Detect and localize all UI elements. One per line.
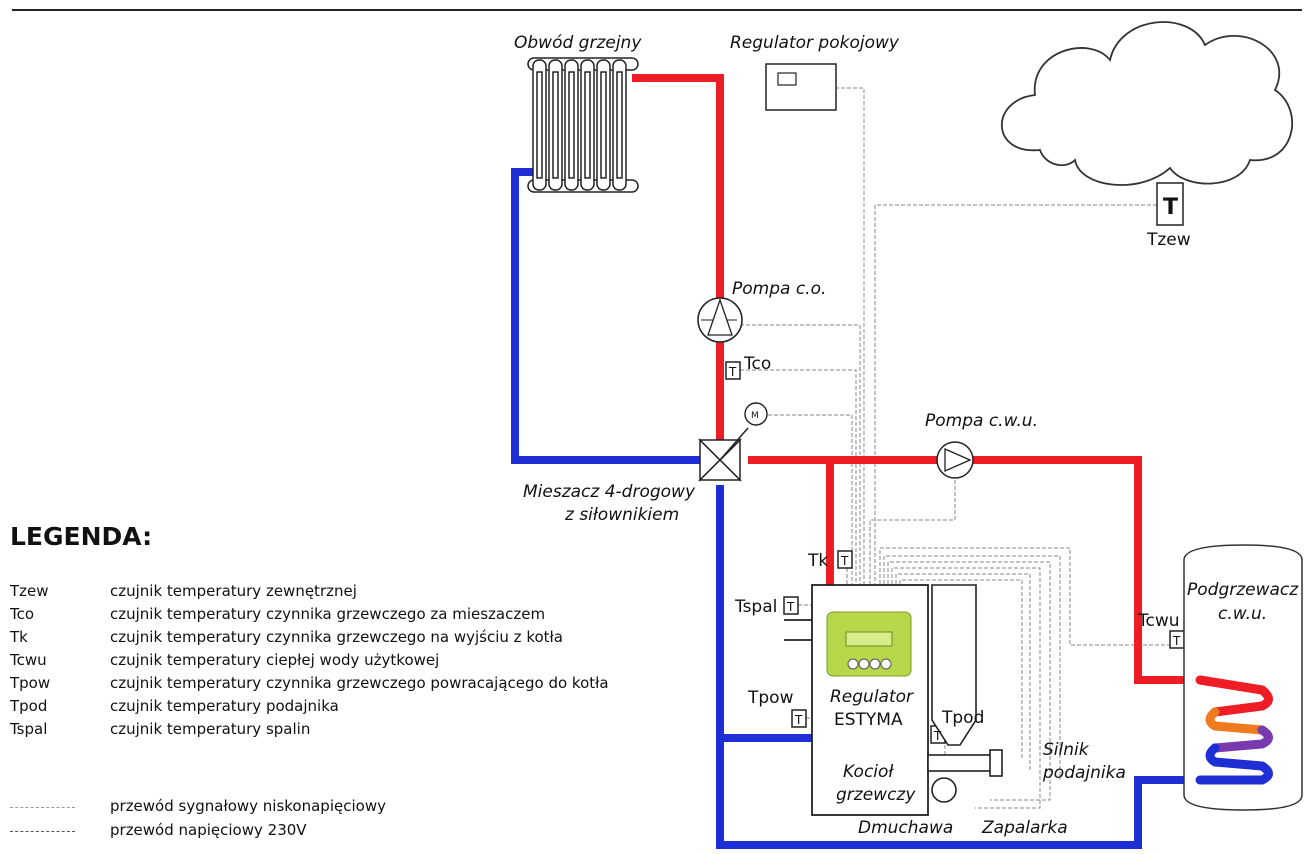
mixer-label-2: z siłownikiem <box>564 505 679 525</box>
dmuchawa-label: Dmuchawa <box>858 818 953 838</box>
tk-symbol: T <box>840 554 849 568</box>
boiler-label-1: Kocioł <box>843 762 894 782</box>
line-legend-desc: przewód sygnałowy niskonapięciowy <box>110 797 386 815</box>
tco-symbol: T <box>728 365 737 379</box>
pump-cwu-label: Pompa c.w.u. <box>925 411 1038 431</box>
legend-code: Tzew <box>10 582 49 600</box>
tspal-label: Tspal <box>734 597 777 617</box>
tpod-label: Tpod <box>941 708 984 728</box>
mixer-motor <box>744 402 768 426</box>
legend-desc: czujnik temperatury czynnika grzewczego … <box>110 674 609 692</box>
heater-label-1: Podgrzewacz <box>1187 580 1299 600</box>
boiler <box>784 584 929 816</box>
heater-label-2: c.w.u. <box>1218 604 1267 624</box>
radiator-return-pipe <box>511 168 700 464</box>
fuel-hopper <box>927 584 1003 803</box>
dhw-heater <box>1183 544 1303 811</box>
mixer-label-1: Mieszacz 4-drogowy <box>523 482 696 502</box>
line-legend-desc: przewód napięciowy 230V <box>110 821 307 839</box>
regulator-label-2: ESTYMA <box>834 710 903 730</box>
legend-code: Tpod <box>10 697 48 715</box>
room-regulator <box>765 63 837 111</box>
dhw-supply-pipe-2 <box>972 456 1200 684</box>
tpow-sensor-box <box>791 709 807 728</box>
legend-code: Tspal <box>10 720 48 738</box>
cloud <box>1001 21 1293 186</box>
blower <box>931 777 957 803</box>
motor-symbol: M <box>751 411 759 421</box>
zapalarka-label: Zapalarka <box>981 818 1068 838</box>
legend-desc: czujnik temperatury zewnętrznej <box>110 582 357 600</box>
legend-desc: czujnik temperatury czynnika grzewczego … <box>110 605 546 623</box>
dhw-return-pipe <box>716 738 1200 849</box>
pipes <box>511 74 1200 849</box>
tco-label: Tco <box>743 354 771 374</box>
tpod-symbol: T <box>933 729 942 743</box>
power-line-sample <box>10 831 75 832</box>
signal-line-sample <box>10 807 75 808</box>
legend-desc: czujnik temperatury czynnika grzewczego … <box>110 628 563 646</box>
silnik-label-2: podajnika <box>1042 763 1126 783</box>
legend-title: LEGENDA: <box>10 522 153 551</box>
tzew-sensor-box <box>1156 182 1184 226</box>
silnik-label-1: Silnik <box>1043 740 1090 760</box>
tzew-label: Tzew <box>1146 230 1191 250</box>
tk-label: Tk <box>807 551 828 571</box>
legend-code: Tk <box>10 628 28 646</box>
tpow-label: Tpow <box>747 688 794 708</box>
tspal-symbol: T <box>786 600 795 614</box>
pump-co-label: Pompa c.o. <box>732 279 826 299</box>
legend-code: Tcwu <box>10 651 47 669</box>
room-regulator-label: Regulator pokojowy <box>730 33 900 53</box>
legend-desc: czujnik temperatury spalin <box>110 720 311 738</box>
regulator-label-1: Regulator <box>830 687 914 707</box>
four-way-mixer <box>698 427 749 482</box>
tpow-symbol: T <box>794 713 803 727</box>
legend-desc: czujnik temperatury podajnika <box>110 697 339 715</box>
tco-sensor-box <box>725 361 741 380</box>
legend-code: Tco <box>10 605 35 623</box>
legend-desc: czujnik temperatury ciepłej wody użytkow… <box>110 651 440 669</box>
legend-code: Tpow <box>10 674 51 692</box>
tcwu-symbol: T <box>1172 634 1181 648</box>
sensor-boxes <box>725 182 1185 744</box>
pump-co <box>697 297 743 343</box>
pump-cwu <box>936 441 974 479</box>
tcwu-label: Tcwu <box>1137 611 1180 631</box>
radiator-label: Obwód grzejny <box>514 33 642 53</box>
radiator <box>527 57 639 193</box>
signal-wires <box>740 87 1172 809</box>
tspal-sensor-box <box>783 596 799 615</box>
tzew-symbol: T <box>1163 195 1178 220</box>
boiler-label-2: grzewczy <box>836 785 916 805</box>
tk-sensor-box <box>837 550 853 569</box>
radiator-supply-pipe <box>632 74 724 440</box>
